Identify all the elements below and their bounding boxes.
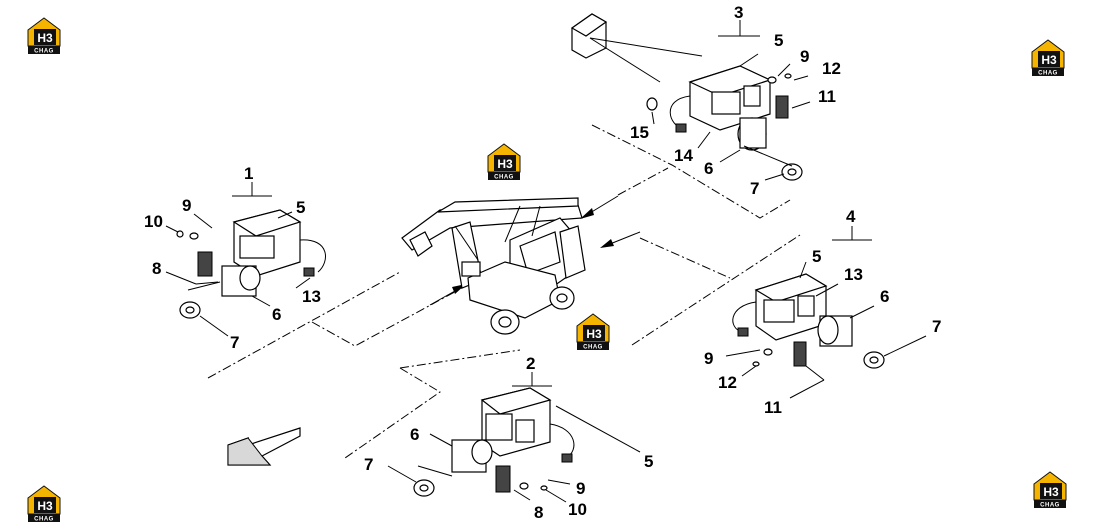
arrow-from-assembly-3 bbox=[580, 195, 619, 219]
svg-text:H3: H3 bbox=[1041, 53, 1057, 67]
callout-a1-part-9: 9 bbox=[182, 196, 191, 215]
callout-assembly-3: 3 bbox=[734, 3, 743, 22]
lamp-insert-6 bbox=[451, 439, 493, 473]
assembly-1 bbox=[165, 182, 326, 337]
callout-a2-part-7: 7 bbox=[364, 455, 373, 474]
callout-a4-part-11: 11 bbox=[764, 398, 782, 417]
callout-a4-part-12: 12 bbox=[718, 373, 737, 392]
watermark-logo-center: H3 CHAG bbox=[576, 313, 610, 351]
svg-text:H3: H3 bbox=[586, 327, 602, 341]
watermark-logo-top-right: H3 CHAG bbox=[1031, 39, 1065, 77]
clip-8 bbox=[495, 465, 511, 493]
callout-a1-part-6: 6 bbox=[272, 305, 281, 324]
lamp-insert-6 bbox=[817, 315, 853, 347]
watermark-logo-bottom-right: H3 CHAG bbox=[1033, 471, 1067, 509]
svg-text:CHAG: CHAG bbox=[494, 175, 514, 181]
callout-a3-part-12: 12 bbox=[822, 59, 841, 78]
grommet-15 bbox=[646, 97, 658, 111]
callout-a1-part-7: 7 bbox=[230, 333, 239, 352]
callout-a2-part-6: 6 bbox=[410, 425, 419, 444]
reach-stacker-vehicle bbox=[401, 197, 586, 335]
callout-a4-part-9: 9 bbox=[704, 349, 713, 368]
connector-13 bbox=[303, 267, 315, 277]
callout-a3-part-5: 5 bbox=[774, 31, 783, 50]
watermark-logo-center-top: H3 CHAG bbox=[487, 143, 521, 181]
callout-a4-part-6: 6 bbox=[880, 287, 889, 306]
svg-text:H3: H3 bbox=[37, 31, 53, 45]
callout-assembly-4: 4 bbox=[846, 207, 856, 226]
callout-a1-part-5: 5 bbox=[296, 198, 305, 217]
watermark-logo-top-left: H3 CHAG bbox=[27, 17, 61, 55]
arrow-from-assembly-1 bbox=[429, 284, 466, 306]
bulb-socket-7 bbox=[781, 163, 803, 181]
svg-text:CHAG: CHAG bbox=[34, 517, 54, 523]
callout-a1-part-13: 13 bbox=[302, 287, 321, 306]
callout-a4-part-7: 7 bbox=[932, 317, 941, 336]
svg-text:CHAG: CHAG bbox=[1038, 71, 1058, 77]
callout-a2-part-10: 10 bbox=[568, 500, 587, 519]
callout-a3-part-15: 15 bbox=[630, 123, 649, 142]
svg-text:H3: H3 bbox=[37, 499, 53, 513]
callout-a2-part-5: 5 bbox=[644, 452, 653, 471]
lamp-insert-6 bbox=[737, 117, 767, 151]
callout-assembly-2: 2 bbox=[526, 354, 535, 373]
headlamp-housing-1 bbox=[232, 209, 302, 277]
callout-a4-part-13: 13 bbox=[844, 265, 863, 284]
callout-assembly-1: 1 bbox=[244, 164, 253, 183]
callout-a4-part-5: 5 bbox=[812, 247, 821, 266]
connection-lines bbox=[207, 124, 801, 459]
front-direction-arrow bbox=[227, 427, 301, 466]
callout-a2-part-9: 9 bbox=[576, 479, 585, 498]
callout-a1-part-8: 8 bbox=[152, 259, 161, 278]
assembly-3 bbox=[570, 13, 811, 181]
callout-labels: 1 2 3 4 5 9 10 8 13 6 7 5 9 12 11 15 14 … bbox=[144, 3, 941, 522]
callout-a3-part-9: 9 bbox=[800, 47, 809, 66]
callout-a2-part-8: 8 bbox=[534, 503, 543, 522]
headlamp-housing-4 bbox=[754, 273, 828, 341]
callout-a3-part-6: 6 bbox=[704, 159, 713, 178]
arrow-from-assembly-4 bbox=[600, 231, 641, 248]
svg-text:CHAG: CHAG bbox=[583, 345, 603, 351]
svg-text:H3: H3 bbox=[497, 157, 513, 171]
assembly-4 bbox=[725, 226, 927, 399]
svg-text:CHAG: CHAG bbox=[34, 49, 54, 55]
watermark-logo-bottom-left: H3 CHAG bbox=[27, 485, 61, 523]
bulb-socket-7 bbox=[179, 301, 201, 319]
bulb-socket-7 bbox=[863, 351, 885, 369]
callout-a3-part-14: 14 bbox=[674, 146, 693, 165]
bulb-socket-7 bbox=[413, 479, 435, 497]
headlamp-housing-2 bbox=[480, 387, 552, 457]
clip-11 bbox=[793, 341, 807, 367]
lamp-insert-6 bbox=[221, 265, 261, 297]
callout-a3-part-11: 11 bbox=[818, 87, 836, 106]
svg-text:H3: H3 bbox=[1043, 485, 1059, 499]
svg-text:CHAG: CHAG bbox=[1040, 503, 1060, 509]
callout-a1-part-10: 10 bbox=[144, 212, 163, 231]
clip-11 bbox=[775, 95, 789, 119]
headlamp-housing-3 bbox=[688, 65, 772, 131]
callout-a3-part-7: 7 bbox=[750, 179, 759, 198]
assembly-2 bbox=[387, 372, 641, 503]
clip-8 bbox=[197, 251, 213, 277]
